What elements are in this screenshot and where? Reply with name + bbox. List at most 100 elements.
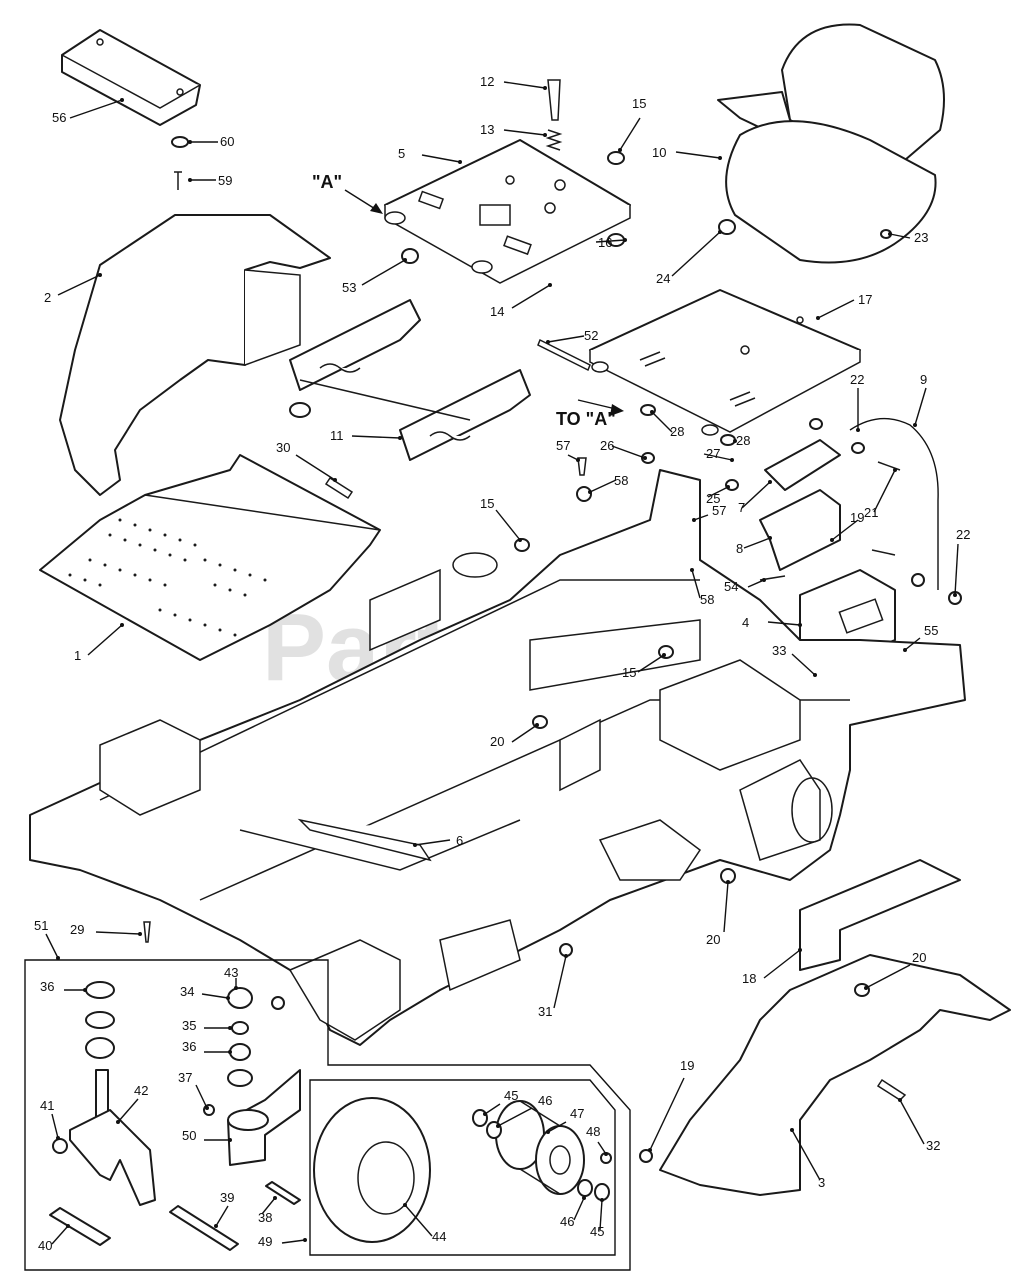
leader-line-57: [693, 514, 709, 521]
part-label-15: 15: [632, 96, 646, 111]
leader-arrowhead-11: [398, 436, 402, 440]
part-label-20: 20: [912, 950, 926, 965]
leader-line-4: [767, 621, 801, 626]
leader-arrowhead-9: [913, 423, 917, 427]
part-label-3: 3: [818, 1175, 825, 1190]
leader-line-20: [723, 881, 729, 933]
part-label-54: 54: [724, 579, 738, 594]
part-9-wire: [849, 417, 939, 590]
part-label-23: 23: [914, 230, 928, 245]
part-label-22: 22: [850, 372, 864, 387]
leader-arrowhead-20: [535, 723, 539, 727]
leader-arrowhead-19: [648, 1148, 652, 1152]
leader-arrowhead-58: [588, 490, 592, 494]
part-label-48: 48: [586, 1124, 600, 1139]
part-5-seat-pan: [384, 139, 631, 284]
leader-line-23: [889, 233, 911, 239]
leader-arrowhead-35: [228, 1026, 232, 1030]
part-label-28: 28: [670, 424, 684, 439]
leader-line-45: [599, 1199, 603, 1231]
leader-arrowhead-49: [303, 1238, 307, 1242]
leader-line-58: [691, 569, 701, 599]
part-13-spring: [545, 129, 563, 151]
part-58-bushing: [576, 486, 592, 502]
part-label-25: 25: [706, 491, 720, 506]
part-59-pin: [174, 171, 182, 190]
leader-line-3: [791, 1129, 821, 1181]
part-41-nut: [52, 1138, 68, 1154]
part-36-bearing-d: [229, 1043, 251, 1061]
part-label-32: 32: [926, 1138, 940, 1153]
leader-line-14: [511, 284, 551, 309]
leader-line-20: [511, 724, 538, 743]
leader-line-30: [295, 454, 336, 481]
part-57-bolt: [577, 457, 587, 476]
leader-line-34: [201, 993, 229, 999]
leader-arrowhead-18: [798, 948, 802, 952]
leader-line-38: [261, 1197, 276, 1215]
leader-line-17: [817, 299, 855, 319]
leader-line-49: [281, 1239, 306, 1244]
leader-arrowhead-60: [188, 140, 192, 144]
leader-arrowhead-38: [273, 1196, 277, 1200]
part-3-right-fender: [659, 954, 1011, 1196]
leader-arrowhead-2: [98, 273, 102, 277]
leader-line-56: [69, 99, 123, 119]
leader-line-20: [865, 964, 911, 989]
part-36-bearing-e: [227, 1069, 253, 1087]
part-36-bearing-c: [85, 1037, 115, 1059]
part-label-15: 15: [622, 665, 636, 680]
part-17-seat-plate: [589, 289, 861, 436]
part-label-46: 46: [560, 1214, 574, 1229]
leader-arrowhead-43: [234, 986, 238, 990]
leader-arrowhead-57: [576, 458, 580, 462]
leader-arrowhead-34: [226, 996, 230, 1000]
leader-line-32: [899, 1099, 925, 1145]
leader-arrowhead-48: [604, 1152, 608, 1156]
part-15-frame-bushing: [514, 538, 530, 552]
leader-line-39: [215, 1205, 229, 1227]
leader-arrowhead-7: [768, 480, 772, 484]
part-28-washer-b: [720, 434, 736, 446]
part-22-nut: [809, 418, 823, 430]
part-label-55: 55: [924, 623, 938, 638]
part-label-37: 37: [178, 1070, 192, 1085]
part-60-nut: [171, 136, 189, 148]
part-label-22: 22: [956, 527, 970, 542]
leader-line-19: [649, 1077, 685, 1151]
leader-arrowhead-28: [650, 410, 654, 414]
callout-to-a-arrowhead: [610, 404, 624, 416]
leader-arrowhead-47: [546, 1130, 550, 1134]
leader-line-53: [361, 259, 406, 286]
part-26-nut: [641, 452, 655, 464]
part-56-bracket: [61, 29, 201, 126]
leader-arrowhead-37: [205, 1106, 209, 1110]
leader-line-22: [954, 543, 959, 596]
leader-line-28: [651, 411, 673, 433]
part-label-56: 56: [52, 110, 66, 125]
leader-arrowhead-28: [733, 439, 737, 443]
part-label-16: 16: [598, 235, 612, 250]
leader-line-21: [873, 469, 896, 513]
part-label-18: 18: [742, 971, 756, 986]
leader-line-55: [904, 637, 921, 651]
part-21-screw: [877, 461, 901, 471]
part-label-34: 34: [180, 984, 194, 999]
part-22-nut-c: [911, 573, 925, 587]
leader-line-51: [45, 933, 59, 959]
leader-line-10: [675, 151, 721, 159]
leader-arrowhead-26: [643, 456, 647, 460]
part-label-58: 58: [614, 473, 628, 488]
part-label-53: 53: [342, 280, 356, 295]
part-40-axle: [49, 1207, 111, 1246]
leader-arrowhead-23: [888, 232, 892, 236]
leader-arrowhead-36: [228, 1050, 232, 1054]
part-1-footplate: [39, 454, 381, 661]
part-2-left-fender: [59, 214, 331, 496]
leader-line-33: [791, 653, 816, 676]
leader-line-11: [351, 435, 401, 439]
leader-arrowhead-29: [138, 932, 142, 936]
leader-line-29: [95, 931, 141, 935]
leader-arrowhead-16: [623, 238, 627, 242]
part-label-5: 5: [398, 146, 405, 161]
